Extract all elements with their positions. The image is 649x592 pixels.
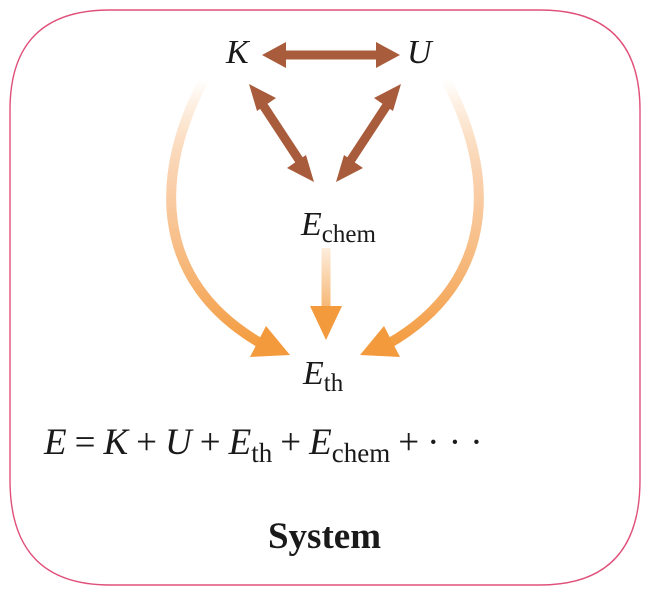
equation-term-echem: E bbox=[309, 422, 332, 463]
equation-term-eth-subscript: th bbox=[251, 438, 273, 468]
equation-plus: + bbox=[280, 422, 302, 463]
equation-ellipsis: · · · bbox=[427, 422, 483, 463]
system-label: System bbox=[267, 516, 382, 557]
arrow-u-eth bbox=[360, 75, 484, 357]
arrow-echem-eth bbox=[310, 248, 342, 340]
equation-plus: + bbox=[398, 422, 420, 463]
arrow-k-echem bbox=[249, 84, 314, 182]
equation-term-k: K bbox=[103, 422, 129, 463]
kinetic-energy-label: K bbox=[226, 34, 249, 71]
equation-term-echem-subscript: chem bbox=[331, 438, 391, 468]
system-boundary bbox=[9, 9, 641, 586]
equation-plus: + bbox=[199, 422, 221, 463]
thermal-energy-symbol: E bbox=[303, 355, 324, 392]
arrow-k-eth bbox=[166, 75, 290, 357]
thermal-energy-subscript: th bbox=[323, 370, 344, 397]
equation-plus: + bbox=[136, 422, 158, 463]
equation-term-eth: E bbox=[228, 422, 252, 463]
equation-lhs: E bbox=[44, 422, 67, 463]
chemical-energy-subscript: chem bbox=[321, 221, 376, 248]
equation-equals: = bbox=[74, 422, 96, 463]
chemical-energy-symbol: E bbox=[301, 206, 322, 243]
equation-term-u: U bbox=[165, 422, 192, 463]
arrow-u-echem bbox=[336, 84, 401, 182]
energy-equation: E=K+U+Eth+Echem+· · · bbox=[44, 424, 483, 467]
thermal-energy-label: Eth bbox=[303, 355, 344, 397]
chemical-energy-label: Echem bbox=[301, 206, 376, 248]
arrow-k-u bbox=[262, 42, 400, 68]
potential-energy-label: U bbox=[407, 34, 432, 71]
